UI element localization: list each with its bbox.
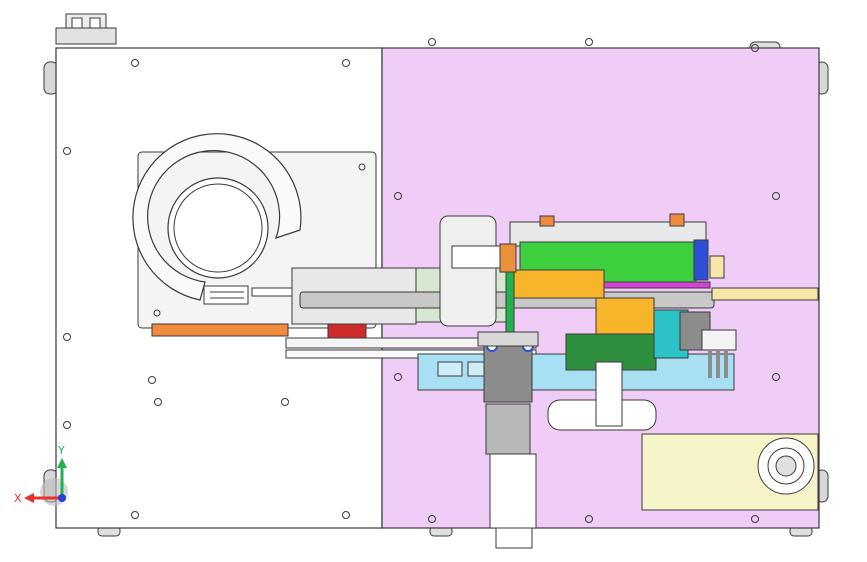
mounting-hole (751, 44, 759, 52)
connector-block (701, 329, 737, 378)
mounting-hole (154, 398, 162, 406)
mounting-hole (63, 333, 71, 341)
triad-y-label: Y (57, 444, 65, 457)
mounting-hole (585, 38, 593, 46)
mounting-hole (63, 421, 71, 429)
output-conveyor (711, 287, 819, 301)
triad-x-label: X (14, 492, 22, 505)
mounting-hole (63, 147, 71, 155)
vertical-slide (595, 361, 623, 427)
mounting-hole (428, 38, 436, 46)
top-handle-bracket (55, 13, 117, 45)
mounting-hole (428, 515, 436, 523)
mounting-hole (131, 511, 139, 519)
blue-end-block (693, 239, 709, 281)
copper-post (499, 243, 517, 273)
orange-strip (151, 323, 289, 337)
small-bar (251, 287, 293, 297)
camera-unit (641, 433, 819, 511)
motor-assembly (477, 331, 539, 549)
mounting-hole (751, 515, 759, 523)
mounting-hole (342, 511, 350, 519)
vibratory-bowl (132, 133, 302, 305)
mounting-hole (148, 376, 156, 384)
mounting-hole (394, 192, 402, 200)
light-frame-mid (451, 245, 503, 269)
magenta-rail (599, 281, 711, 289)
axis-triad: Y X (14, 444, 68, 506)
light-frame-upper (439, 215, 497, 327)
mounting-hole (131, 59, 139, 67)
mounting-holes (63, 38, 780, 523)
orange-gripper-block (511, 269, 605, 299)
mounting-hole (394, 373, 402, 381)
red-block (327, 323, 367, 339)
green-rod (505, 271, 515, 335)
mounting-hole (281, 398, 289, 406)
mounting-hole (772, 373, 780, 381)
mounting-hole (585, 515, 593, 523)
mounting-hole (342, 59, 350, 67)
mounting-hole (772, 192, 780, 200)
